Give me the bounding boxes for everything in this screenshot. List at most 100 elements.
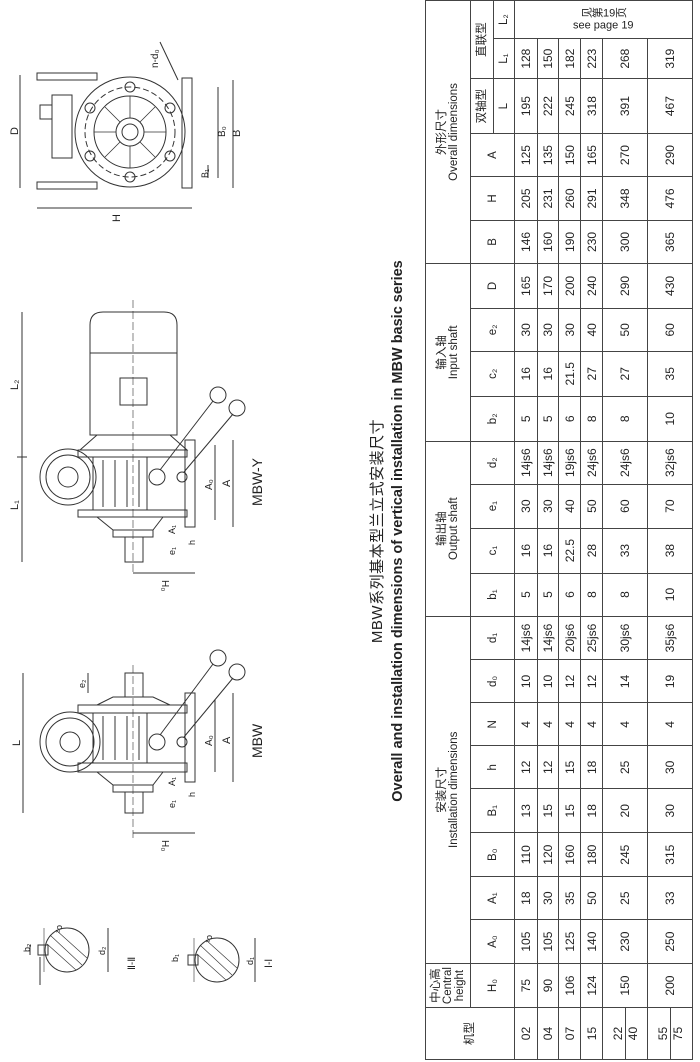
value-cell: 10 xyxy=(514,659,538,703)
value-cell: 230 xyxy=(580,220,603,264)
value-cell: 16 xyxy=(537,528,559,574)
model-label: 75 xyxy=(670,1026,685,1041)
value-cell: 35 xyxy=(647,351,693,397)
dim-label-nd0: n-d₀ xyxy=(150,49,161,68)
value-cell: 25 xyxy=(602,876,648,920)
value-cell: 128 xyxy=(514,38,538,79)
value-cell: 21.5 xyxy=(558,351,581,397)
col-B0: B₀ xyxy=(470,832,515,877)
value-cell: 50 xyxy=(580,876,603,920)
value-cell: 13 xyxy=(514,788,538,833)
col-N: N xyxy=(470,702,515,746)
value-cell: 33 xyxy=(647,876,693,920)
dim-label-A0: A₀ xyxy=(204,735,215,746)
col-H0: H₀ xyxy=(470,963,515,1008)
value-cell: 14js6 xyxy=(537,616,559,660)
value-cell: 15 xyxy=(537,788,559,833)
value-cell: 200 xyxy=(647,963,693,1008)
value-cell: 260 xyxy=(558,176,581,221)
value-cell: 35 xyxy=(558,876,581,920)
value-cell: 30 xyxy=(558,308,581,352)
col-L2: L₂ xyxy=(493,0,515,39)
value-cell: 20js6 xyxy=(558,616,581,660)
value-cell: 195 xyxy=(514,78,538,134)
col-A0: A₀ xyxy=(470,919,515,964)
col-B: B xyxy=(470,220,515,264)
value-cell: 30 xyxy=(647,788,693,833)
value-cell: 476 xyxy=(647,176,693,221)
value-cell: 40 xyxy=(580,308,603,352)
model-label: 55 xyxy=(655,1008,671,1059)
value-cell: 30js6 xyxy=(602,616,648,660)
value-cell: 22.5 xyxy=(558,528,581,574)
value-cell: 125 xyxy=(514,133,538,177)
value-cell: 20 xyxy=(602,788,648,833)
value-cell: 30 xyxy=(537,484,559,529)
value-cell: 5 xyxy=(537,396,559,442)
value-cell: 182 xyxy=(558,38,581,79)
dim-label-A0: A₀ xyxy=(204,479,215,490)
value-cell: 4 xyxy=(514,702,538,746)
dim-label-B0: B₀ xyxy=(217,126,228,137)
col-h: h xyxy=(470,745,515,789)
value-cell: 150 xyxy=(602,963,648,1008)
value-cell: 50 xyxy=(580,484,603,529)
value-cell: 12 xyxy=(558,659,581,703)
value-cell: 5 xyxy=(514,396,538,442)
value-cell: 32js6 xyxy=(647,441,693,485)
value-cell: 75 xyxy=(514,963,538,1008)
value-cell: 27 xyxy=(580,351,603,397)
value-cell: 6 xyxy=(558,396,581,442)
dim-label-e1: e₁ xyxy=(167,547,177,555)
value-cell: 467 xyxy=(647,78,693,134)
value-cell: 190 xyxy=(558,220,581,264)
value-cell: 205 xyxy=(514,176,538,221)
value-cell: 12 xyxy=(580,659,603,703)
col-e2: e₂ xyxy=(470,308,515,352)
value-cell: 223 xyxy=(580,38,603,79)
value-cell: 165 xyxy=(514,263,538,309)
model-cell: 07 xyxy=(558,1007,581,1060)
dim-label-A: A xyxy=(221,479,233,487)
col-B1: B₁ xyxy=(470,788,515,833)
value-cell: 5 xyxy=(514,573,538,617)
col-A: A xyxy=(470,133,515,177)
value-cell: 24js6 xyxy=(580,441,603,485)
value-cell: 4 xyxy=(558,702,581,746)
value-cell: 18 xyxy=(580,745,603,789)
value-cell: 348 xyxy=(602,176,648,221)
value-cell: 90 xyxy=(537,963,559,1008)
value-cell: 10 xyxy=(537,659,559,703)
top-view-drawing: D H B B₀ B₁ n-d₀ xyxy=(9,41,243,222)
value-cell: 15 xyxy=(558,745,581,789)
value-cell: 365 xyxy=(647,220,693,264)
value-cell: 222 xyxy=(537,78,559,134)
value-cell: 245 xyxy=(602,832,648,877)
section-1-label: Ⅰ-Ⅰ xyxy=(264,959,275,968)
dim-label-B1: B₁ xyxy=(200,169,210,178)
value-cell: 170 xyxy=(537,263,559,309)
value-cell: 290 xyxy=(602,263,648,309)
value-cell: 430 xyxy=(647,263,693,309)
dim-label-c2: c₂ xyxy=(55,925,65,934)
value-cell: 160 xyxy=(537,220,559,264)
value-cell: 70 xyxy=(647,484,693,529)
value-cell: 24js6 xyxy=(602,441,648,485)
value-cell: 30 xyxy=(514,484,538,529)
value-cell: 290 xyxy=(647,133,693,177)
value-cell: 268 xyxy=(602,38,648,79)
header-direct-coupled: 直联型 xyxy=(470,0,494,79)
value-cell: 14js6 xyxy=(514,441,538,485)
dim-label-B: B xyxy=(231,130,243,137)
col-e1: e₁ xyxy=(470,484,515,529)
title-chinese: MBW系列基本型兰立式安装尺寸 xyxy=(369,418,386,644)
mbw-label: MBW xyxy=(249,723,265,758)
value-cell: 35js6 xyxy=(647,616,693,660)
